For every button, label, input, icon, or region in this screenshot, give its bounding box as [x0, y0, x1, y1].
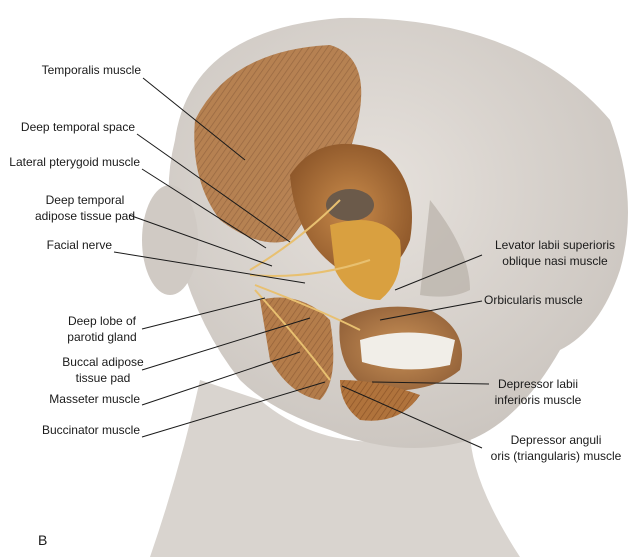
label-line: parotid gland — [67, 330, 137, 344]
label-line: oris (triangularis) muscle — [490, 449, 622, 463]
label-lateral-pterygoid: Lateral pterygoid muscle — [9, 155, 140, 169]
teeth — [360, 332, 455, 370]
label-line: oblique nasi muscle — [502, 254, 608, 268]
leader-lines — [113, 77, 490, 449]
label-orbicularis: Orbicularis muscle — [484, 293, 583, 307]
masseter — [260, 297, 334, 400]
label-depressor-anguli: Depressor anguli oris (triangularis) mus… — [480, 432, 632, 464]
label-line: Deep temporal — [45, 193, 125, 207]
label-temporalis: Temporalis muscle — [41, 63, 141, 77]
label-depressor-labii: Depressor labii inferioris muscle — [486, 376, 590, 408]
label-line: Depressor labii — [497, 377, 579, 391]
label-line: Levator labii superioris — [494, 238, 616, 252]
label-deep-temporal-pad: Deep temporal adipose tissue pad — [30, 192, 140, 224]
label-levator-labii: Levator labii superioris oblique nasi mu… — [480, 237, 630, 269]
label-buccal-pad: Buccal adipose tissue pad — [58, 354, 148, 386]
label-buccinator: Buccinator muscle — [41, 423, 140, 437]
label-line: Buccal adipose — [62, 355, 144, 369]
neck — [150, 380, 520, 557]
label-line: inferioris muscle — [494, 393, 582, 407]
label-line: tissue pad — [75, 371, 131, 385]
label-facial-nerve: Facial nerve — [46, 238, 112, 252]
label-deep-lobe-parotid: Deep lobe of parotid gland — [62, 313, 142, 345]
nose — [420, 200, 470, 297]
depressor — [340, 380, 420, 421]
eye — [326, 189, 374, 221]
ear — [142, 185, 198, 295]
label-line: Deep lobe of — [67, 314, 137, 328]
label-line: Depressor anguli — [510, 433, 602, 447]
label-masseter: Masseter muscle — [49, 392, 140, 406]
label-deep-temporal-space: Deep temporal space — [20, 120, 135, 134]
fat-pad — [330, 220, 401, 300]
panel-letter: B — [38, 532, 48, 548]
label-line: adipose tissue pad — [34, 209, 136, 223]
